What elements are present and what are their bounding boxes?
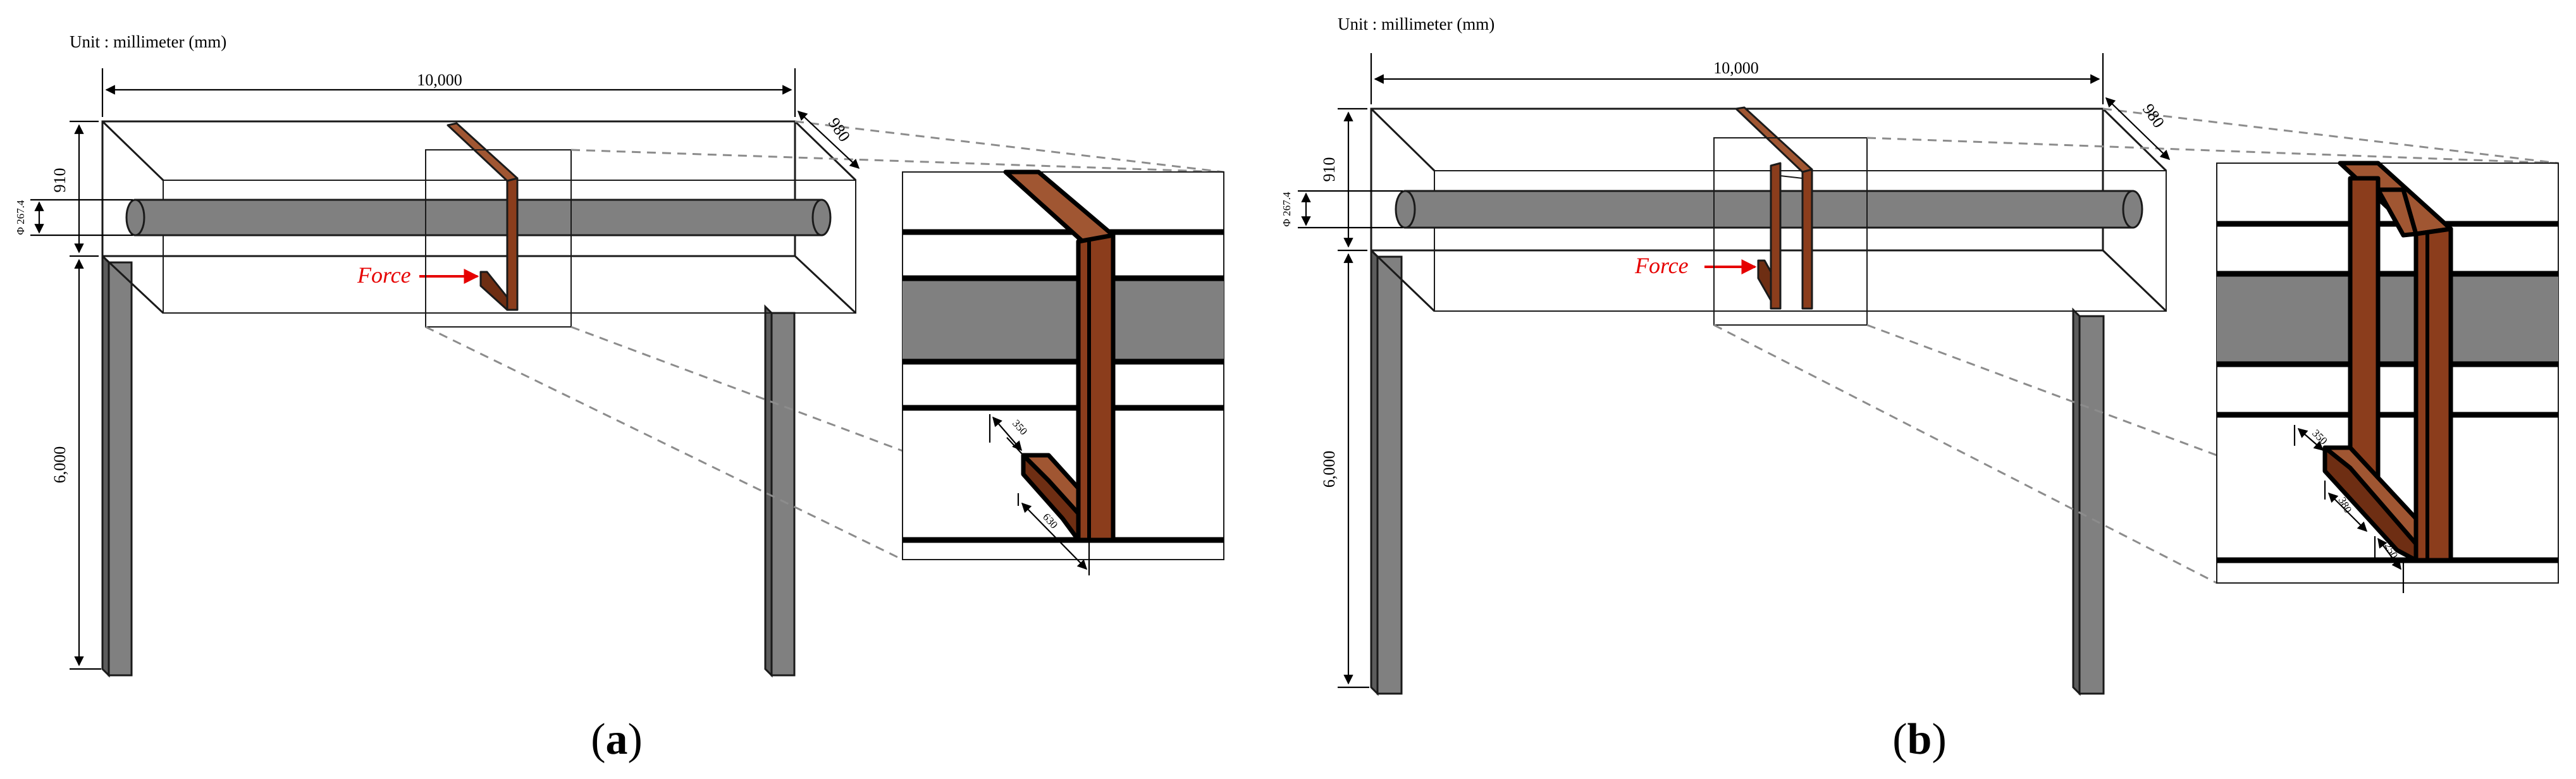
brace-a xyxy=(447,122,519,311)
dimension-height-b: 910 xyxy=(1320,107,1367,252)
dimension-length-b: 10,000 xyxy=(1370,53,2104,104)
svg-text:910: 910 xyxy=(51,168,69,193)
unit-label-a: Unit : millimeter (mm) xyxy=(70,32,226,51)
right-column-a xyxy=(764,304,796,678)
dimension-width-a: 980 xyxy=(797,110,860,169)
dimension-pipe-diameter-b: Φ 267.4 xyxy=(1281,190,1403,229)
caption-b: (b) xyxy=(1892,715,1947,764)
pipe-b xyxy=(1395,190,2143,229)
dimension-length-a: 10,000 xyxy=(101,68,796,117)
svg-text:Φ 267.4: Φ 267.4 xyxy=(15,200,27,235)
force-label-b: Force xyxy=(1634,253,1689,278)
svg-text:350: 350 xyxy=(1010,417,1030,438)
force-label-a: Force xyxy=(357,262,411,288)
dimension-width-b: 980 xyxy=(2105,97,2171,161)
detail-view-b: 350 380 250 xyxy=(2216,161,2559,593)
svg-text:10,000: 10,000 xyxy=(417,71,462,89)
dimension-column-height-b: 6,000 xyxy=(1320,253,1369,689)
svg-text:Φ 267.4: Φ 267.4 xyxy=(1281,192,1293,226)
detail-marker-b xyxy=(1713,137,1868,326)
right-column-b xyxy=(2072,307,2105,696)
detail-marker-a xyxy=(425,149,572,328)
svg-text:910: 910 xyxy=(1320,157,1338,182)
pipe-a xyxy=(125,199,832,236)
left-column-a xyxy=(101,254,133,678)
svg-text:980: 980 xyxy=(2139,101,2168,132)
svg-text:6,000: 6,000 xyxy=(51,446,69,484)
caption-a: (a) xyxy=(591,715,643,764)
dimension-column-height-a: 6,000 xyxy=(51,259,101,670)
brace-b xyxy=(1735,106,1813,310)
dimension-pipe-diameter-a: Φ 267.4 xyxy=(15,199,133,236)
svg-text:10,000: 10,000 xyxy=(1713,59,1759,77)
left-column-b xyxy=(1370,248,1403,696)
unit-label-b: Unit : millimeter (mm) xyxy=(1338,15,1494,34)
panel-b: Unit : millimeter (mm) xyxy=(1281,15,2559,764)
svg-text:350: 350 xyxy=(2310,427,2329,446)
svg-text:6,000: 6,000 xyxy=(1320,451,1338,488)
panel-a: Unit : millimeter (mm) xyxy=(15,32,1224,764)
dimension-height-a: 910 xyxy=(51,120,99,257)
detail-view-a: 350 630 xyxy=(902,169,1224,575)
